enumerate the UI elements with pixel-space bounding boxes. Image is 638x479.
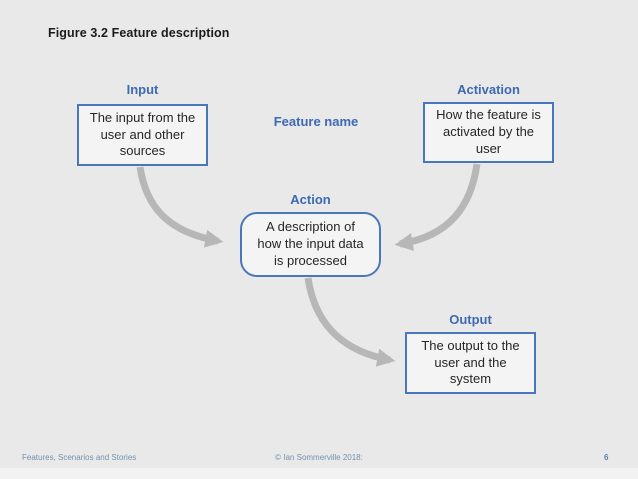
action-label: Action <box>290 192 331 207</box>
bottom-strip <box>0 468 638 479</box>
feature-name-label: Feature name <box>273 114 359 129</box>
footer-copyright: © Ian Sommerville 2018: <box>275 453 363 462</box>
input-box: The input from the user and other source… <box>77 104 208 166</box>
footer-deck-title: Features, Scenarios and Stories <box>22 453 137 462</box>
arrow-activation-to-action <box>394 163 481 251</box>
activation-label: Activation <box>457 82 520 97</box>
output-box: The output to the user and the system <box>405 332 536 394</box>
arrow-input-to-action <box>136 166 224 248</box>
output-label: Output <box>449 312 492 327</box>
slide-title: Figure 3.2 Feature description <box>48 26 230 40</box>
action-box: A description of how the input data is p… <box>240 212 381 277</box>
input-label: Input <box>126 82 159 97</box>
arrow-action-to-output <box>304 277 396 367</box>
footer-page-number: 6 <box>604 453 609 462</box>
activation-box: How the feature is activated by the user <box>423 102 554 163</box>
